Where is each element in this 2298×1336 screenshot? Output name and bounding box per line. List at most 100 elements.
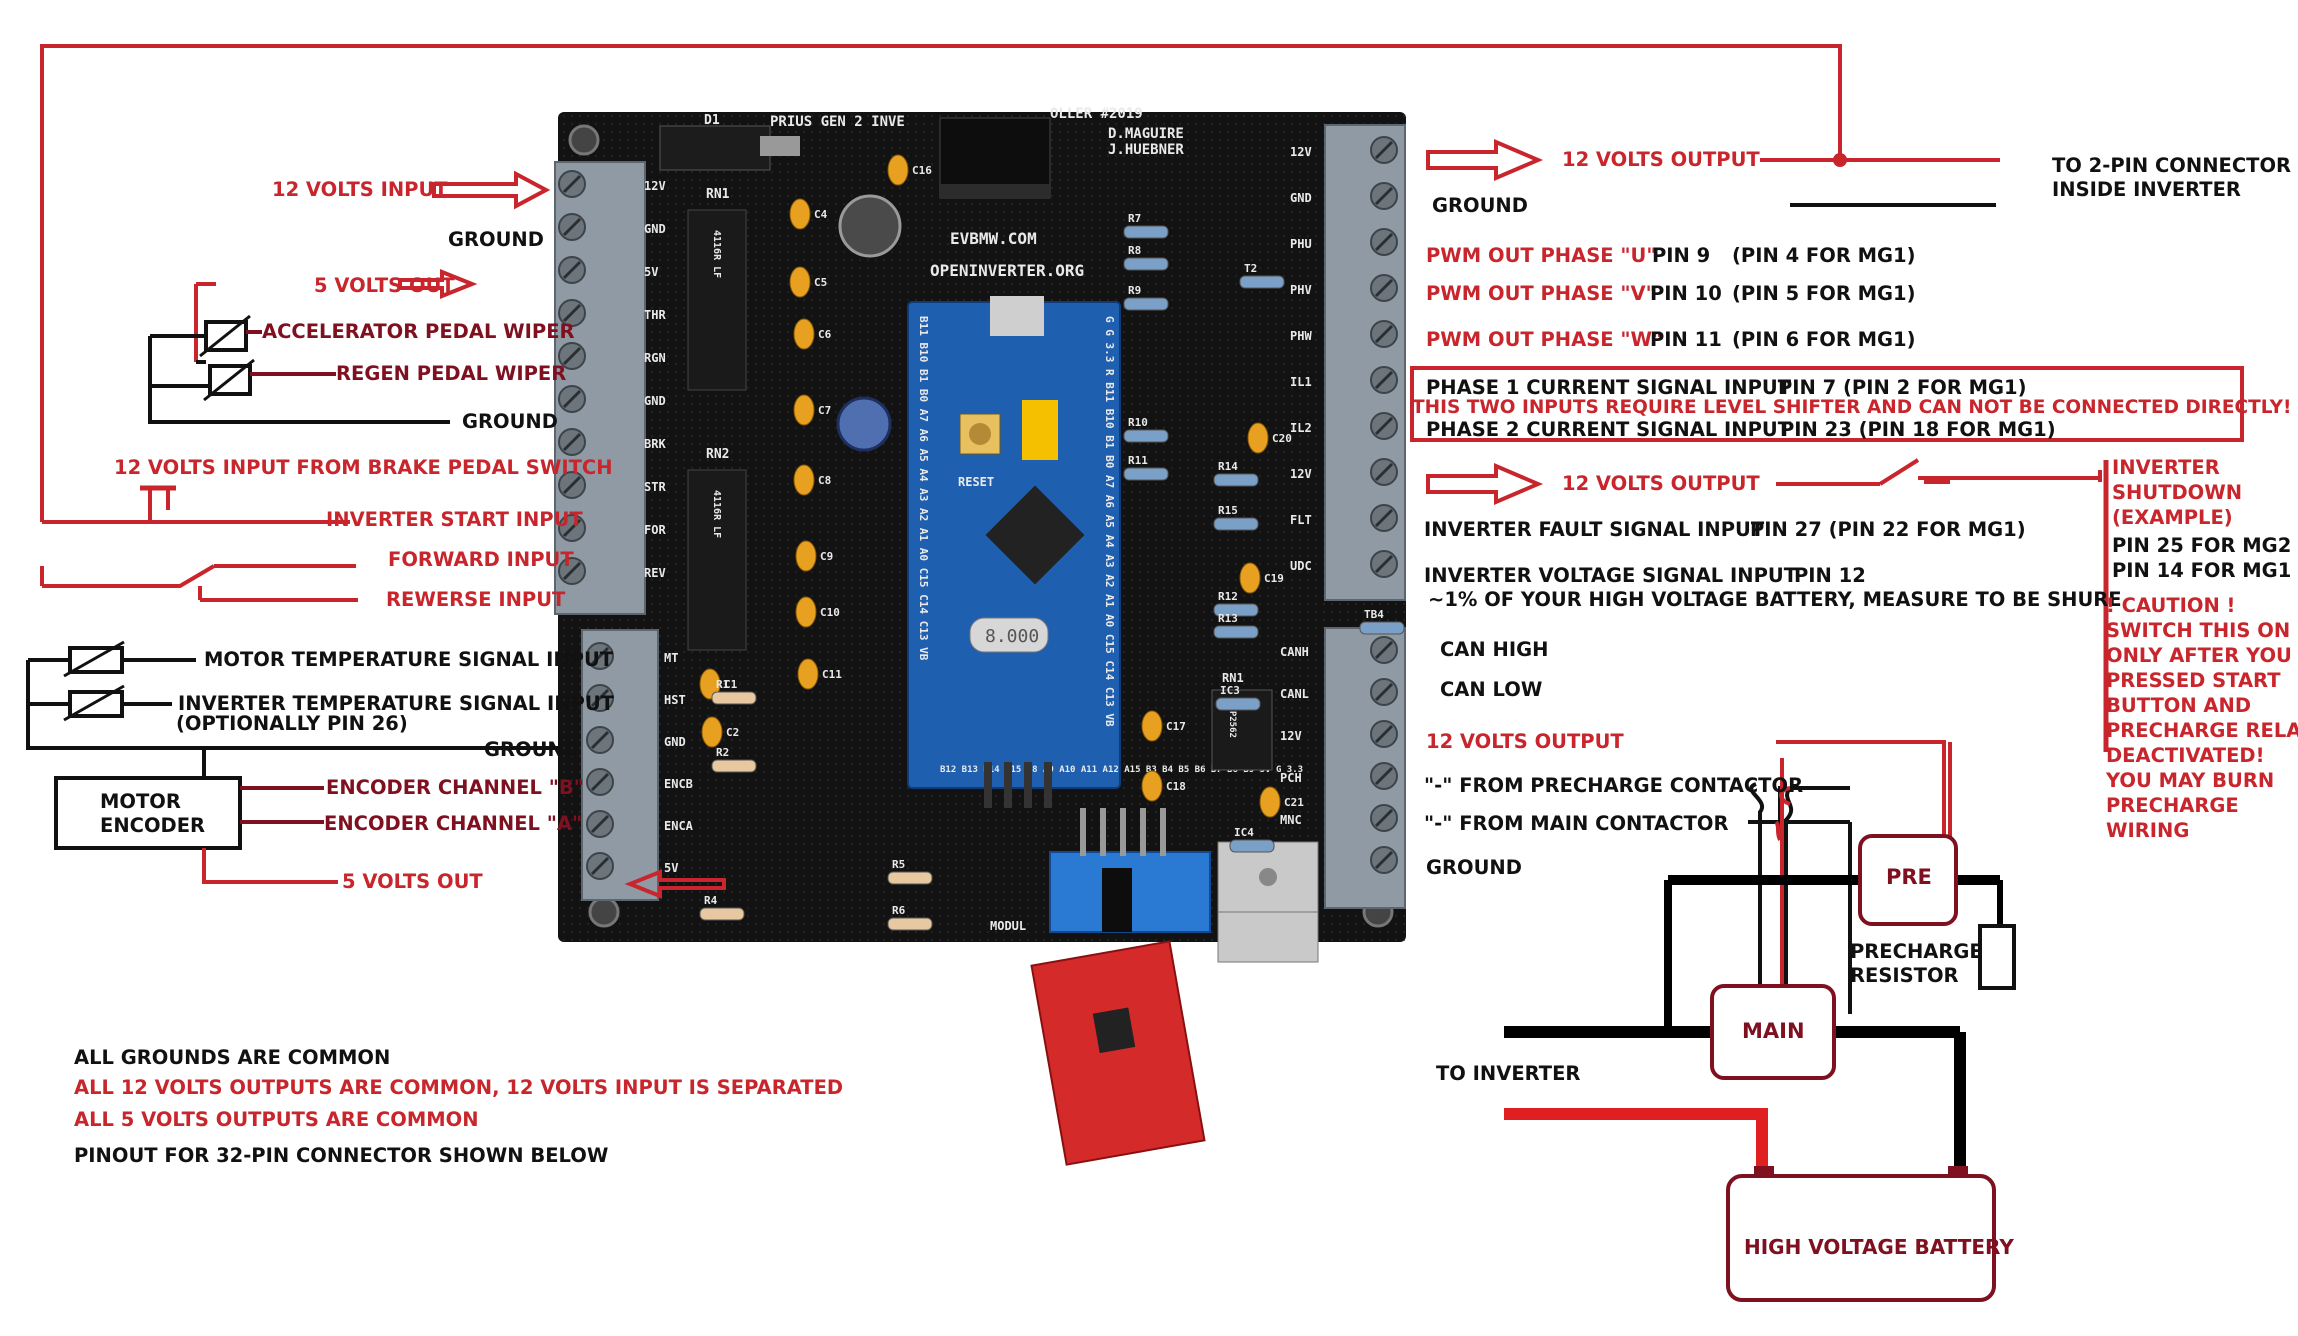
label-5v-out-1: 5 VOLTS OUT <box>314 274 455 297</box>
capacitor <box>1141 770 1163 802</box>
label-start-input: INVERTER START INPUT <box>326 508 583 531</box>
crystal-label: 8.000 <box>985 626 1039 647</box>
board-author-2: J.HUEBNER <box>1108 142 1184 158</box>
right-pin-label: PHW <box>1290 329 1312 343</box>
left-pin-label: ENCA <box>664 819 694 833</box>
rn1-label: RN1 <box>706 187 730 202</box>
capacitor <box>793 394 815 426</box>
label-motor-temp: MOTOR TEMPERATURE SIGNAL INPUT <box>204 648 614 671</box>
left-pin-label: RGN <box>644 351 666 365</box>
capacitor-label: C6 <box>818 328 832 341</box>
resistor <box>1213 473 1259 487</box>
capacitor-label: C4 <box>814 208 828 221</box>
label-12v-output-1: 12 VOLTS OUTPUT <box>1562 148 1760 171</box>
resistor-label: R1 <box>716 678 730 691</box>
caution-7: DEACTIVATED! <box>2106 744 2265 767</box>
label-ground-right-2: GROUND <box>1426 856 1522 879</box>
resistor-label: TB4 <box>1364 608 1384 621</box>
label-encoder-b: ENCODER CHANNEL "B" <box>326 776 584 799</box>
precharge-resistor <box>1978 924 2016 990</box>
resistor <box>711 691 757 705</box>
label-can-high: CAN HIGH <box>1440 638 1549 661</box>
left-pin-label: HST <box>664 693 686 707</box>
board-author-1: D.MAGUIRE <box>1108 126 1184 142</box>
battery-label: HIGH VOLTAGE BATTERY <box>1744 1235 2014 1259</box>
label-12v-input: 12 VOLTS INPUT <box>272 178 448 201</box>
right-pin-label: PCH <box>1280 771 1302 785</box>
bluepill-bottom-pins: B12 B13 B14 B15 A8 A9 A10 A11 A12 A15 B3… <box>940 765 1303 775</box>
board-title: PRIUS GEN 2 INVE <box>770 114 905 130</box>
arrow-5v-out-2 <box>624 869 726 899</box>
capacitor-label: C21 <box>1284 796 1304 809</box>
note-1: ALL GROUNDS ARE COMMON <box>74 1046 391 1069</box>
capacitor <box>795 596 817 628</box>
shutdown-3: (EXAMPLE) <box>2112 506 2233 529</box>
caution-4: PRESSED START <box>2106 669 2281 692</box>
capacitor-label: C10 <box>820 606 840 619</box>
ic3-part: MCP2562 <box>1227 700 1237 738</box>
battery-box <box>1726 1174 1996 1302</box>
label-to-connector-1: TO 2-PIN CONNECTOR <box>2052 154 2292 177</box>
level-shifter-warning: THIS TWO INPUTS REQUIRE LEVEL SHIFTER AN… <box>1412 397 2292 418</box>
label-voltage: INVERTER VOLTAGE SIGNAL INPUT <box>1424 564 1798 587</box>
resistor-label: R6 <box>892 904 906 917</box>
right-pin-label: 12V <box>1290 467 1312 481</box>
label-voltage-note: ~1% OF YOUR HIGH VOLTAGE BATTERY, MEASUR… <box>1428 588 2122 611</box>
right-pin-label: 12V <box>1290 145 1312 159</box>
right-wiring <box>1410 158 2244 1302</box>
resistor <box>1239 275 1285 289</box>
diode-label: D1 <box>704 113 720 128</box>
capacitor <box>699 668 721 700</box>
shutdown-1: INVERTER <box>2112 456 2220 479</box>
main-contactor-label: MAIN <box>1742 1019 1805 1043</box>
label-pwm-v-mg1: (PIN 5 FOR MG1) <box>1732 282 1916 305</box>
resistor-label: R15 <box>1218 504 1238 517</box>
resistor <box>1213 517 1259 531</box>
resistor-label: IC3 <box>1220 684 1240 697</box>
capacitor <box>1141 710 1163 742</box>
chip-2-label: 4116R LF <box>711 490 722 538</box>
capacitor-label: C1 <box>724 678 738 691</box>
left-pin-label: 12V <box>644 179 666 193</box>
label-pwm-u: PWM OUT PHASE "U" <box>1426 244 1657 267</box>
right-pin-label: 12V <box>1280 729 1302 743</box>
caution-6: PRECHARGE RELAY <box>2106 719 2298 742</box>
right-pin-label: FLT <box>1290 513 1312 527</box>
module-label: MODUL <box>990 919 1026 933</box>
resistor <box>1123 257 1169 271</box>
capacitor <box>797 658 819 690</box>
caution-10: WIRING <box>2106 819 2190 842</box>
label-12v-output-2: 12 VOLTS OUTPUT <box>1562 472 1760 495</box>
note-2: ALL 12 VOLTS OUTPUTS ARE COMMON, 12 VOLT… <box>74 1076 844 1099</box>
caution-1: ! CAUTION ! <box>2106 594 2236 617</box>
label-pwm-v-pin: PIN 10 <box>1650 282 1722 305</box>
caution-9: PRECHARGE <box>2106 794 2239 817</box>
label-can-low: CAN LOW <box>1440 678 1543 701</box>
left-pin-label: FOR <box>644 523 666 537</box>
shutdown-pin-mg2: PIN 25 FOR MG2 <box>2112 534 2292 557</box>
label-encoder-a: ENCODER CHANNEL "A" <box>324 812 583 835</box>
board-url-2: OPENINVERTER.ORG <box>930 261 1084 280</box>
label-fault: INVERTER FAULT SIGNAL INPUT <box>1424 518 1765 541</box>
capacitor <box>789 198 811 230</box>
shutdown-pin-mg1: PIN 14 FOR MG1 <box>2112 559 2292 582</box>
left-pin-label: STR <box>644 480 666 494</box>
left-pin-label: THR <box>644 308 666 322</box>
right-pin-label: MNC <box>1280 813 1302 827</box>
right-pin-label: PHV <box>1290 283 1312 297</box>
label-phase1-pin: PIN 7 (PIN 2 FOR MG1) <box>1778 376 2027 399</box>
capacitor <box>1259 786 1281 818</box>
label-reverse-input: REWERSE INPUT <box>386 588 566 611</box>
label-phase1: PHASE 1 CURRENT SIGNAL INPUT <box>1426 376 1792 399</box>
resistor-label: R12 <box>1218 590 1238 603</box>
left-pin-label: REV <box>644 566 666 580</box>
label-inverter-temp: INVERTER TEMPERATURE SIGNAL INPUT <box>178 692 614 715</box>
label-precharge-contactor: "-" FROM PRECHARGE CONTACTOR <box>1424 774 1804 797</box>
label-fault-pin: PIN 27 (PIN 22 FOR MG1) <box>1750 518 2026 541</box>
left-pin-label: BRK <box>644 437 666 451</box>
label-regen-wiper: REGEN PEDAL WIPER <box>336 362 567 385</box>
left-pin-label: ENCB <box>664 777 693 791</box>
bluepill-right-pins: G G 3.3 R B11 B10 B1 B0 A7 A6 A5 A4 A3 A… <box>1103 316 1116 727</box>
resistor-label: R2 <box>716 746 729 759</box>
capacitor <box>1239 562 1261 594</box>
